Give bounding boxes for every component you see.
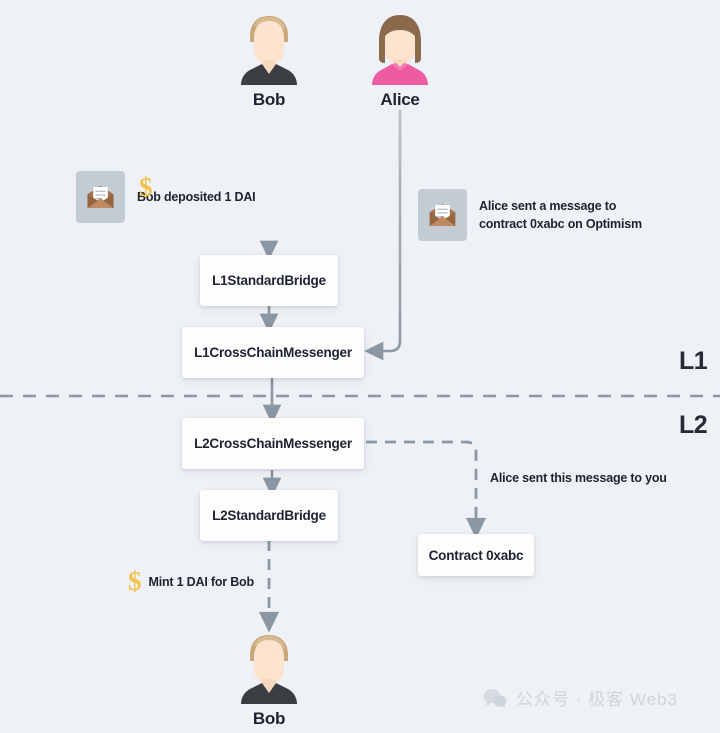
person-bob-top: Bob xyxy=(228,8,310,110)
message-caption: Bob deposited 1 DAI xyxy=(137,188,256,206)
layer-tag-l2: L2 xyxy=(679,411,708,440)
node-l1-standard-bridge[interactable]: L1StandardBridge xyxy=(200,255,338,306)
envelope-glyph-icon xyxy=(87,186,114,208)
dollar-icon: $ xyxy=(128,566,142,596)
watermark: 公众号 · 极客 Web3 xyxy=(483,685,678,710)
node-label: Contract 0xabc xyxy=(428,547,524,563)
wechat-icon xyxy=(483,688,507,708)
node-l2-cross-chain-messenger[interactable]: L2CrossChainMessenger xyxy=(182,418,364,469)
node-l2-standard-bridge[interactable]: L2StandardBridge xyxy=(200,490,338,541)
node-l1-cross-chain-messenger[interactable]: L1CrossChainMessenger xyxy=(182,327,364,378)
message-caption-line: Alice sent a message to xyxy=(479,198,617,213)
person-name-bob-bottom: Bob xyxy=(252,709,286,728)
avatar-bob-top-icon xyxy=(241,16,297,85)
dollar-icon: $ xyxy=(139,172,153,202)
layer-tag-l1: L1 xyxy=(679,347,708,376)
edge-alice-to-l1crosschainmessenger xyxy=(364,110,402,361)
node-label: L2StandardBridge xyxy=(212,508,326,523)
person-bob-bottom: Bob xyxy=(228,627,310,729)
message-caption: Alice sent a message to contract 0xabc o… xyxy=(479,197,642,233)
envelope-glyph-icon xyxy=(429,204,456,226)
envelope-icon xyxy=(418,189,467,241)
edge-label-alice-to-you: Alice sent this message to you xyxy=(490,471,667,485)
avatar-bob-bottom-icon xyxy=(241,635,297,704)
node-contract-0xabc[interactable]: Contract 0xabc xyxy=(418,534,534,576)
avatar-alice-icon xyxy=(372,15,428,85)
person-name-bob-top: Bob xyxy=(252,90,286,109)
message-caption-line: Bob deposited 1 DAI xyxy=(137,189,256,204)
layer-tag-label: L2 xyxy=(679,411,708,439)
watermark-text: 公众号 · 极客 Web3 xyxy=(516,690,678,709)
person-alice: Alice xyxy=(359,8,441,110)
message-caption-line: contract 0xabc on Optimism xyxy=(479,217,642,231)
envelope-icon xyxy=(76,171,125,223)
dollar-badge-bob-deposit: $ xyxy=(139,174,153,201)
message-bob-deposit: Bob deposited 1 DAI xyxy=(76,171,256,223)
person-name-alice: Alice xyxy=(380,90,420,109)
layer-tag-label: L1 xyxy=(679,347,708,375)
node-label: L2CrossChainMessenger xyxy=(194,436,352,451)
edge-label-text: Mint 1 DAI for Bob xyxy=(148,574,255,589)
edge-label-text: Alice sent this message to you xyxy=(490,471,667,485)
message-alice: Alice sent a message to contract 0xabc o… xyxy=(418,189,642,241)
edge-l2messenger-to-contract xyxy=(366,440,487,539)
edge-label-mint-dai: $ Mint 1 DAI for Bob xyxy=(128,568,254,595)
node-label: L1CrossChainMessenger xyxy=(194,345,352,360)
node-label: L1StandardBridge xyxy=(212,273,326,288)
